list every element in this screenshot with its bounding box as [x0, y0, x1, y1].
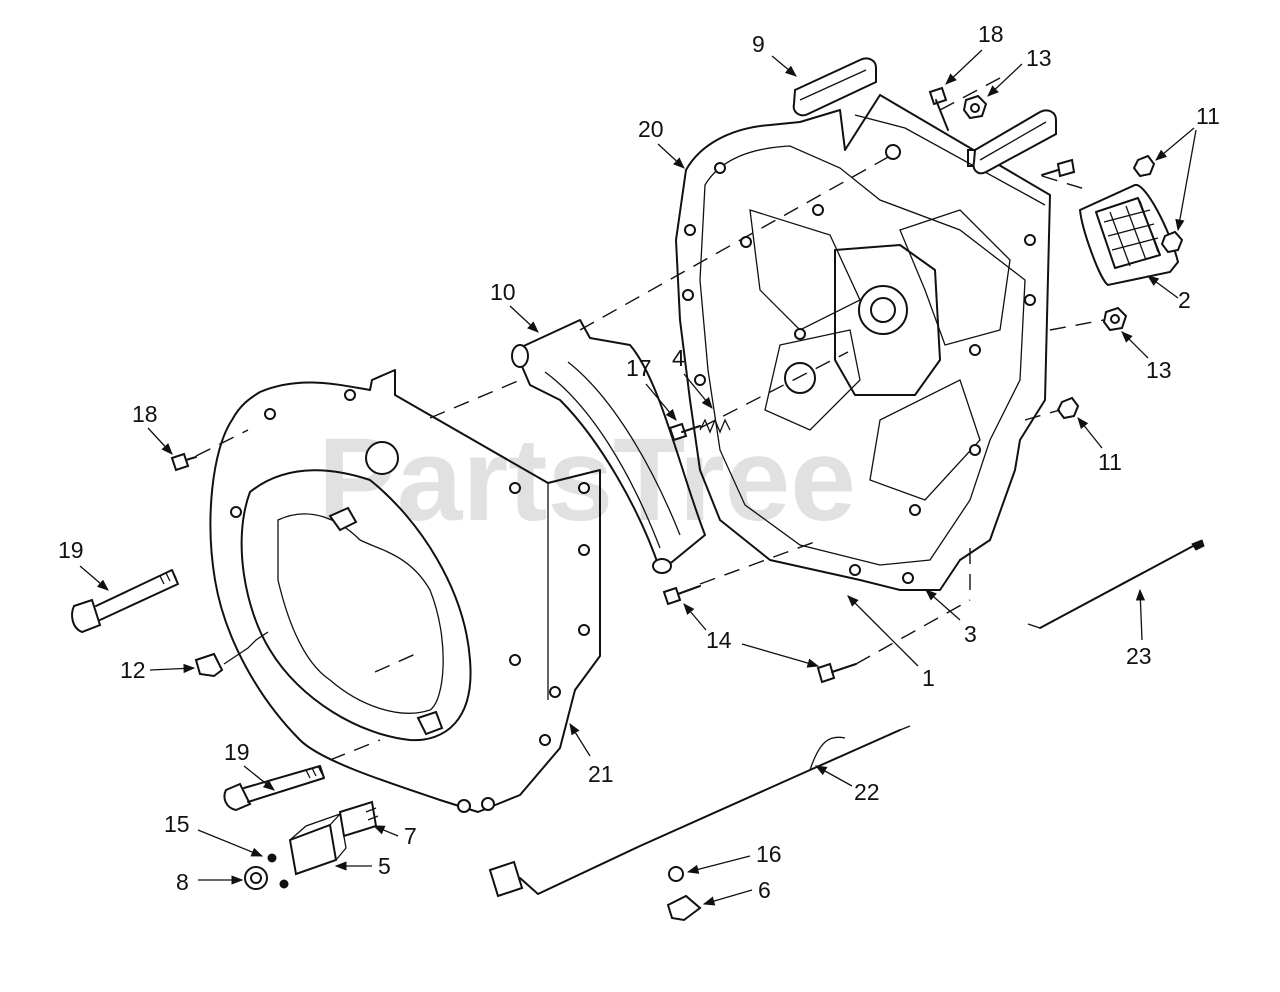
callout-19-lower-label: 19 [224, 739, 250, 765]
callout-11-lower-label: 11 [1098, 449, 1122, 475]
rubber-strip [792, 57, 1057, 175]
push-rivet [668, 866, 684, 882]
callout-16-label: 16 [756, 841, 782, 867]
callout-2-label: 2 [1178, 287, 1191, 313]
callout-7: 7 [372, 823, 417, 849]
callout-9: 9 [752, 31, 797, 77]
callout-16: 16 [686, 841, 782, 874]
fasteners [170, 86, 1184, 684]
callout-18-left: 18 [132, 401, 173, 455]
wire-harness [488, 725, 911, 898]
callout-19-upper: 19 [58, 537, 109, 591]
grille-cover [1078, 184, 1180, 287]
callout-14: 14 [683, 603, 820, 668]
callout-18-top-label: 18 [978, 21, 1004, 47]
callout-21: 21 [569, 723, 614, 787]
callout-8-label: 8 [176, 869, 189, 895]
callout-23: 23 [1126, 588, 1152, 669]
callout-5: 5 [334, 853, 391, 879]
callout-8: 8 [176, 869, 244, 895]
callout-11-lower: 11 [1077, 417, 1122, 475]
explode-lines [195, 77, 1105, 761]
callout-11-top: 11 [1155, 103, 1220, 232]
switch-assembly [244, 800, 379, 890]
watermark-text: PartsTree [318, 414, 856, 546]
callout-11-top-label: 11 [1196, 103, 1220, 129]
callout-18-left-label: 18 [132, 401, 158, 427]
callout-13-lower-label: 13 [1146, 357, 1172, 383]
callout-18-top: 18 [945, 21, 1004, 85]
callout-10-label: 10 [490, 279, 516, 305]
callout-4: 4 [672, 345, 713, 409]
callout-19-lower: 19 [224, 739, 275, 791]
clip [194, 652, 224, 678]
wire-clip [666, 894, 702, 922]
callout-20: 20 [638, 116, 685, 169]
callout-6-label: 6 [758, 877, 771, 903]
callout-23-label: 23 [1126, 643, 1152, 669]
callout-19-upper-label: 19 [58, 537, 84, 563]
cable [1027, 539, 1205, 629]
callout-7-label: 7 [404, 823, 417, 849]
callout-22: 22 [814, 765, 880, 805]
callout-13-lower: 13 [1121, 331, 1172, 383]
callout-9-label: 9 [752, 31, 765, 57]
callout-17-label: 17 [626, 355, 652, 381]
callout-20-label: 20 [638, 116, 664, 142]
callout-4-label: 4 [672, 345, 685, 371]
callout-12: 12 [120, 657, 196, 683]
callout-1: 1 [847, 595, 935, 691]
callout-14-label: 14 [706, 627, 732, 653]
front-blower-housing [209, 369, 601, 813]
callout-3-label: 3 [964, 621, 977, 647]
callout-10: 10 [490, 279, 539, 333]
callout-3: 3 [925, 589, 977, 647]
callout-12-label: 12 [120, 657, 146, 683]
callout-22-label: 22 [854, 779, 880, 805]
callout-17: 17 [626, 355, 677, 421]
callout-5-label: 5 [378, 853, 391, 879]
callout-13-top: 13 [987, 45, 1052, 97]
rear-blower-housing [675, 94, 1051, 591]
callout-2: 2 [1147, 275, 1191, 313]
callout-21-label: 21 [588, 761, 614, 787]
callout-1-label: 1 [922, 665, 935, 691]
callout-15-label: 15 [164, 811, 190, 837]
callout-15: 15 [164, 811, 264, 857]
callout-13-top-label: 13 [1026, 45, 1052, 71]
callout-labels: 9 18 13 11 20 2 13 10 17 4 11 18 19 1 [58, 21, 1220, 906]
callout-6: 6 [702, 877, 771, 906]
baffle [511, 319, 706, 574]
long-bolts [71, 569, 325, 812]
